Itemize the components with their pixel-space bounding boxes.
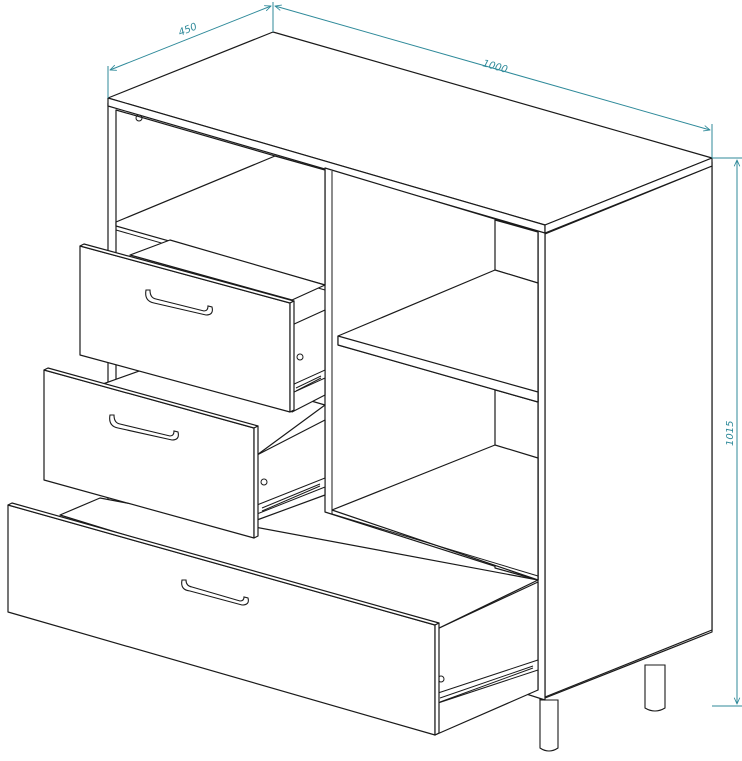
- right-bottom-shelf: [331, 444, 539, 581]
- top-drawer-handle: [145, 289, 213, 316]
- middle-drawer-handle: [109, 414, 179, 441]
- cabinet-right-side-panel: [539, 161, 713, 701]
- height-dimension: 1015: [712, 157, 742, 707]
- bottom-drawer[interactable]: [7, 497, 539, 736]
- top-drawer[interactable]: [79, 239, 326, 413]
- width-label: 1000: [481, 58, 508, 76]
- bottom-drawer-handle: [181, 579, 249, 606]
- right-compartment: [324, 167, 539, 581]
- middle-drawer[interactable]: [43, 359, 326, 539]
- height-label: 1015: [725, 421, 736, 446]
